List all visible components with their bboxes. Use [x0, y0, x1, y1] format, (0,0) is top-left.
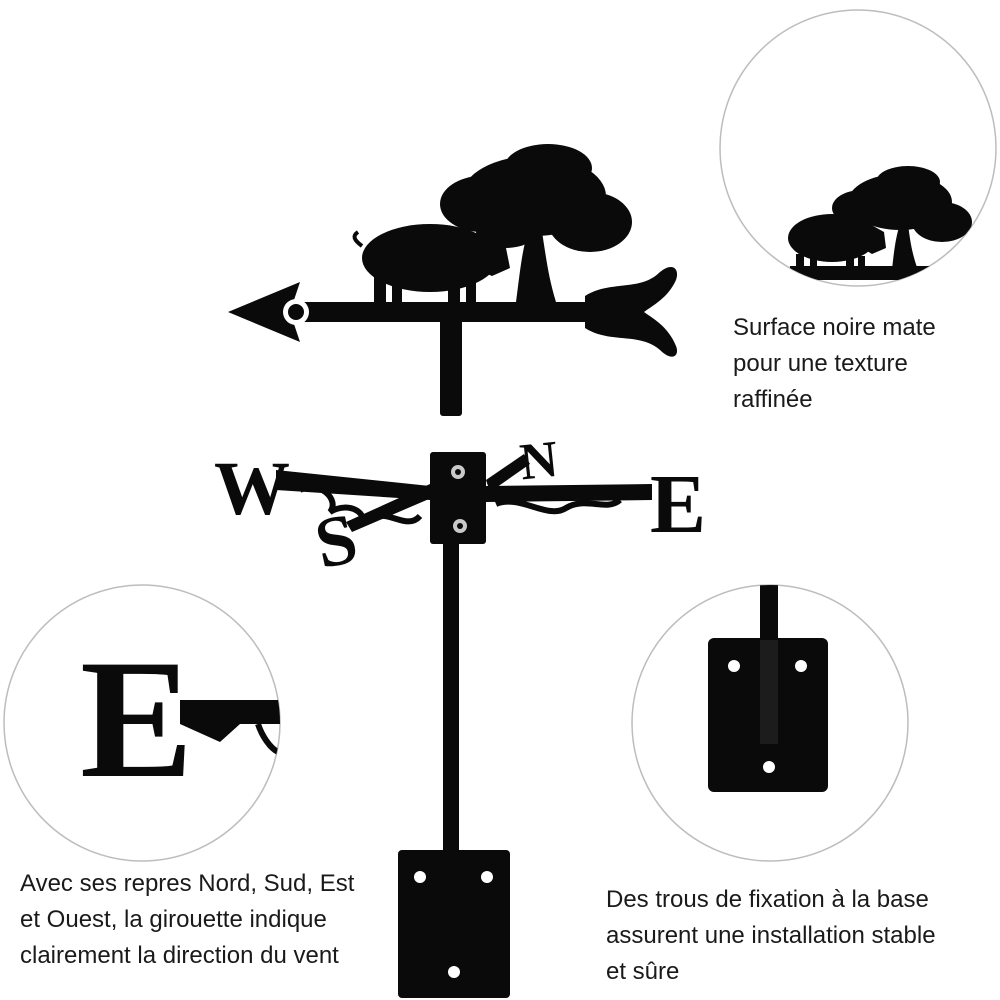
caption-directions: Avec ses repres Nord, Sud, Est et Ouest,… [20, 870, 355, 969]
tree-silhouette [440, 144, 632, 302]
mount-hole [448, 966, 460, 978]
mount-hole [481, 871, 493, 883]
zoom-circle-compass: E [3, 584, 281, 862]
caption-surface: Surface noire mate pour une texture raff… [733, 314, 936, 413]
arrow-pointer [228, 266, 678, 357]
compass-letter-east: E [650, 458, 706, 551]
zoom-circle-surface [719, 9, 997, 287]
pig-silhouette [352, 222, 510, 304]
zoom-letter-east: E [80, 625, 193, 813]
compass-letter-north: N [517, 431, 560, 492]
upper-pole [440, 318, 462, 416]
mounting-plate [398, 850, 510, 998]
compass-letter-west: W [214, 447, 290, 531]
hub-bracket [430, 452, 486, 544]
mount-hole [414, 871, 426, 883]
compass-arms [276, 454, 652, 532]
weathervane [228, 144, 678, 998]
mount-hole [728, 660, 740, 672]
zoom-circle-mount [631, 584, 909, 862]
mount-hole [795, 660, 807, 672]
mount-hole [763, 761, 775, 773]
caption-mounting-holes: Des trous de fixation à la base assurent… [606, 886, 936, 985]
lower-pole [443, 520, 459, 860]
